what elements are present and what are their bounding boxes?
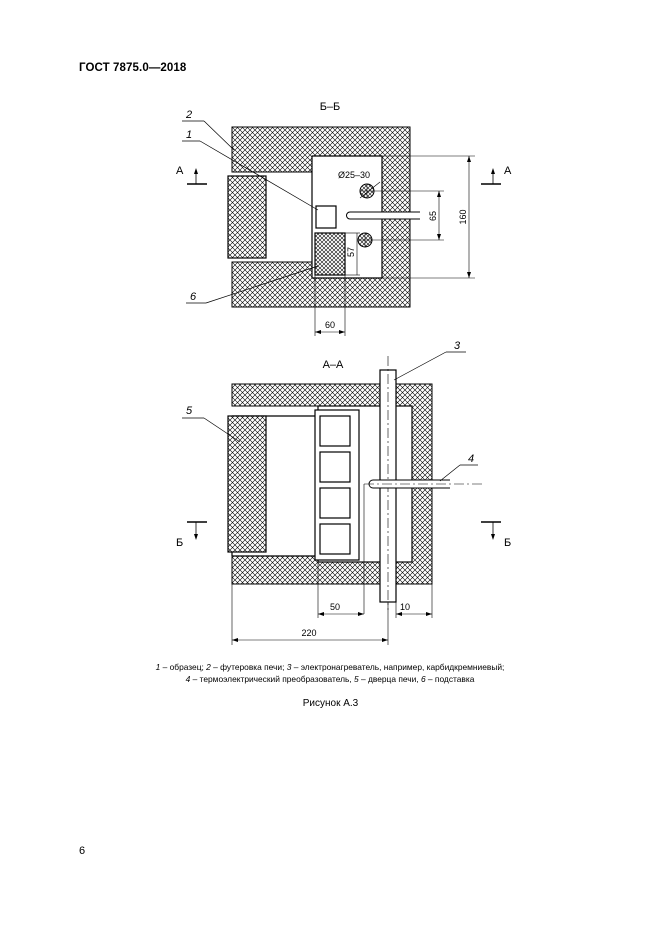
dim-50: 50 [330, 602, 340, 612]
dim-160: 160 [458, 209, 468, 224]
cut-mark-a-right: А [481, 165, 512, 185]
figure-title: Рисунок А.3 [302, 698, 359, 709]
sample [315, 205, 337, 229]
dim-65: 65 [428, 211, 438, 221]
leader-3: 3 [393, 340, 466, 381]
svg-text:А: А [176, 165, 184, 177]
svg-text:Б: Б [176, 537, 183, 549]
support-stand [314, 232, 346, 276]
svg-text:1: 1 [186, 129, 192, 141]
leader-4: 4 [439, 453, 478, 482]
arrowheads-60 [315, 330, 345, 334]
heater-section-bottom [357, 232, 373, 248]
svg-text:2: 2 [185, 109, 192, 121]
cut-mark-b-left: Б [176, 521, 207, 549]
svg-text:Б: Б [504, 537, 511, 549]
dim-220: 220 [301, 628, 316, 638]
cut-mark-a-left: А [176, 165, 207, 185]
dim-57: 57 [346, 247, 356, 257]
section-bb-label: Б–Б [320, 101, 341, 113]
document-header: ГОСТ 7875.0—2018 [79, 62, 187, 74]
leader-5: 5 [182, 405, 241, 443]
leader-2: 2 [182, 109, 235, 151]
dim-aa-arrows [232, 612, 432, 642]
figure-legend-line-1: 1 – образец; 2 – футеровка печи; 3 – эле… [155, 662, 505, 672]
leader-6: 6 [186, 265, 319, 304]
svg-text:4: 4 [468, 453, 474, 465]
dim-hole-diameter: Ø25–30 [338, 170, 370, 180]
svg-text:А: А [504, 165, 512, 177]
svg-text:3: 3 [454, 340, 461, 352]
cut-mark-b-right: Б [481, 521, 511, 549]
support-cells [319, 415, 351, 555]
svg-text:5: 5 [186, 405, 193, 417]
furnace-door-bb [227, 175, 267, 259]
svg-text:6: 6 [190, 291, 197, 303]
section-aa-label: А–А [323, 359, 344, 371]
thermocouple-bb [346, 211, 420, 220]
furnace-door-aa [227, 415, 267, 553]
heater-section-top [359, 183, 375, 199]
arrowheads-bb [437, 156, 471, 278]
figure-legend-line-2: 4 – термоэлектрический преобразователь, … [185, 674, 475, 684]
page-number: 6 [79, 845, 86, 857]
leader-1: 1 [182, 129, 319, 211]
dim-57-lines [345, 232, 360, 276]
extension-lines-bb [372, 155, 475, 279]
dim-60: 60 [325, 320, 335, 330]
dim-10: 10 [400, 602, 410, 612]
dim-aa-lines [231, 562, 433, 645]
